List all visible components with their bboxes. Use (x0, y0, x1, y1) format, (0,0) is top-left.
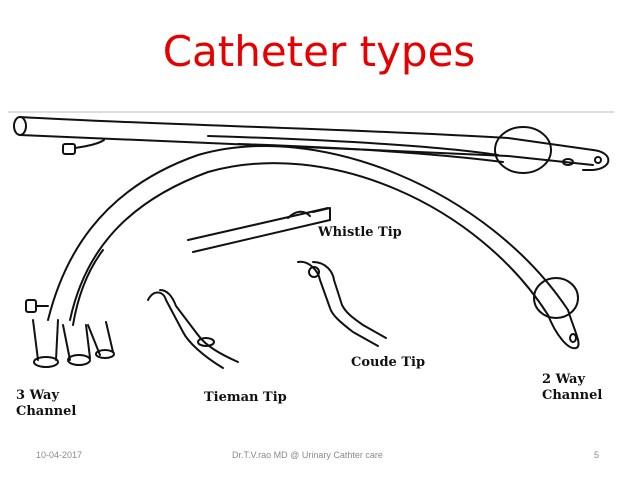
funnel-end (13, 116, 27, 136)
two-way-catheter-top (13, 116, 610, 174)
footer-page-number: 5 (594, 450, 600, 460)
footer-date: 10-04-2017 (36, 450, 83, 460)
balloon-bottom (533, 277, 579, 319)
label-whistle-tip: Whistle Tip (318, 225, 402, 240)
catheter-drawing (8, 111, 614, 369)
catheter-illustration: Whistle Tip Coude Tip Tieman Tip 3 Way C… (8, 110, 614, 432)
balloon-top (494, 126, 552, 174)
label-two-way-1: 2 Way (542, 372, 586, 387)
label-three-way-1: 3 Way (16, 388, 60, 403)
whistle-tip-drawing (187, 207, 331, 253)
footer-author: Dr.T.V.rao MD @ Urinary Cathter care (232, 450, 383, 460)
three-way-catheter (25, 144, 580, 368)
label-two-way-2: Channel (542, 388, 603, 403)
coude-tip-drawing (297, 260, 387, 347)
side-port (62, 143, 76, 155)
label-coude-tip: Coude Tip (351, 355, 426, 370)
label-three-way-2: Channel (16, 404, 77, 419)
slide-title: Catheter types (162, 27, 476, 76)
label-tieman-tip: Tieman Tip (204, 390, 287, 405)
tieman-tip-drawing (147, 289, 239, 369)
